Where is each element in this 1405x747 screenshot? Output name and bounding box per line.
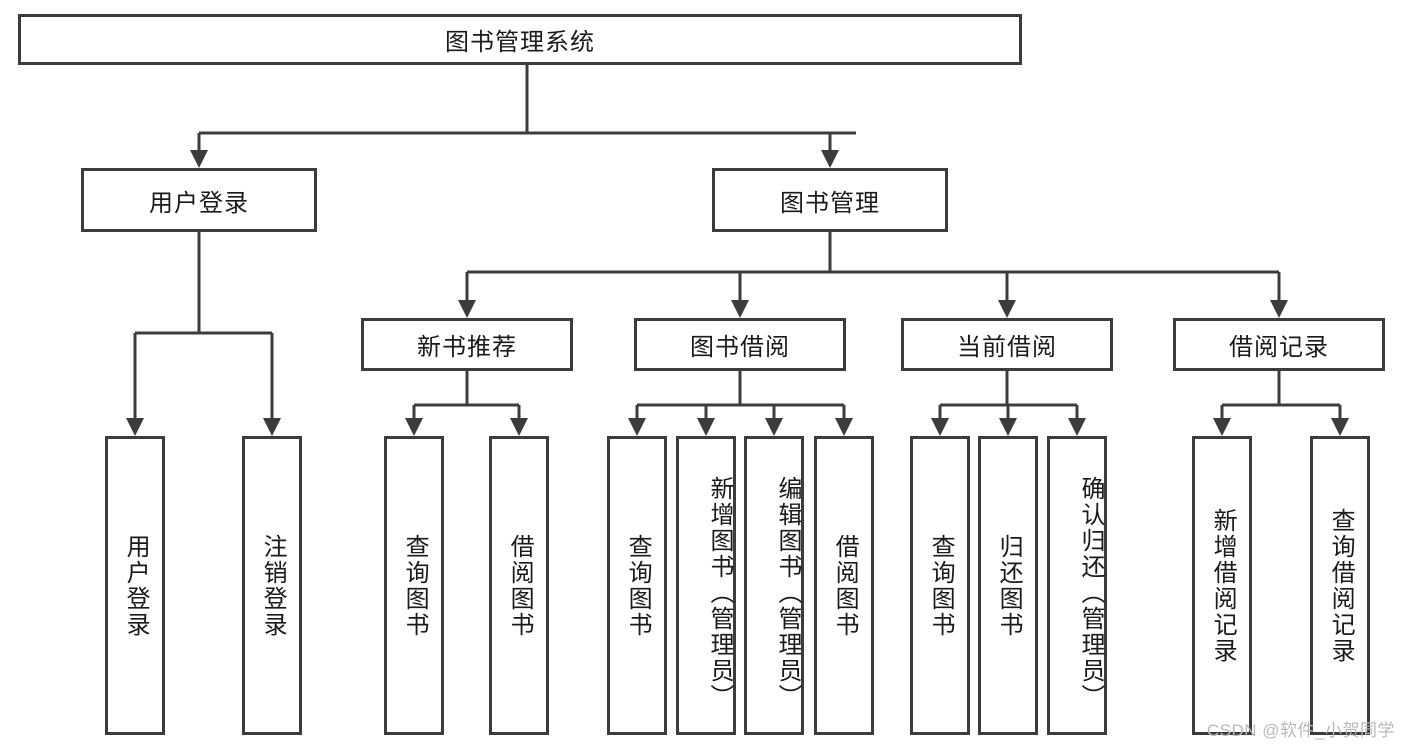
leaf-current-borrow-confirm-return-admin[interactable]: 确认归还（管理员）	[1047, 436, 1107, 735]
arrow-head-user-login	[190, 150, 208, 168]
leaf-new-book-query-books[interactable]: 查询图书	[384, 436, 444, 735]
arrow-head-current-borrow	[998, 300, 1016, 318]
leaf-book-borrow-borrow-books[interactable]: 借阅图书	[814, 436, 874, 735]
node-book-borrow[interactable]: 图书借阅	[634, 318, 846, 371]
arrow-head-borrow-record-leaf-1	[1213, 418, 1231, 436]
leaf-borrow-record-query-record[interactable]: 查询借阅记录	[1310, 436, 1370, 735]
leaf-new-book-borrow-books[interactable]: 借阅图书	[489, 436, 549, 735]
leaf-book-borrow-query-books[interactable]: 查询图书	[607, 436, 667, 735]
leaf-user-login-signin[interactable]: 用户登录	[105, 436, 165, 735]
arrow-head-book-borrow-leaf-1	[628, 418, 646, 436]
node-book-management[interactable]: 图书管理	[712, 168, 948, 232]
leaf-current-borrow-query-books[interactable]: 查询图书	[910, 436, 970, 735]
leaf-book-borrow-edit-book-admin[interactable]: 编辑图书（管理员）	[744, 436, 804, 735]
arrow-head-current-borrow-leaf-1	[931, 418, 949, 436]
arrow-head-book-borrow-leaf-4	[835, 418, 853, 436]
arrow-head-current-borrow-leaf-2	[999, 418, 1017, 436]
arrow-head-book-borrow-leaf-2	[697, 418, 715, 436]
arrow-head-new-book-leaf-2	[510, 418, 528, 436]
arrow-head-borrow-record-leaf-2	[1331, 418, 1349, 436]
node-user-login[interactable]: 用户登录	[81, 168, 317, 232]
leaf-borrow-record-add-record[interactable]: 新增借阅记录	[1192, 436, 1252, 735]
leaf-current-borrow-return-books[interactable]: 归还图书	[978, 436, 1038, 735]
arrow-head-book-manage	[821, 150, 839, 168]
leaf-user-login-signout[interactable]: 注销登录	[242, 436, 302, 735]
node-new-book-recommend[interactable]: 新书推荐	[361, 318, 573, 371]
arrow-head-user-login-leaf-2	[263, 418, 281, 436]
arrow-head-new-book	[458, 300, 476, 318]
arrow-head-book-borrow	[731, 300, 749, 318]
node-borrow-record[interactable]: 借阅记录	[1173, 318, 1385, 371]
arrow-head-current-borrow-leaf-3	[1068, 418, 1086, 436]
arrow-head-book-borrow-leaf-3	[765, 418, 783, 436]
leaf-book-borrow-add-book-admin[interactable]: 新增图书（管理员）	[676, 436, 736, 735]
arrow-head-borrow-record	[1270, 300, 1288, 318]
node-root-system[interactable]: 图书管理系统	[18, 14, 1022, 65]
node-current-borrow[interactable]: 当前借阅	[901, 318, 1113, 371]
arrow-head-new-book-leaf-1	[405, 418, 423, 436]
arrow-head-user-login-leaf-1	[126, 418, 144, 436]
